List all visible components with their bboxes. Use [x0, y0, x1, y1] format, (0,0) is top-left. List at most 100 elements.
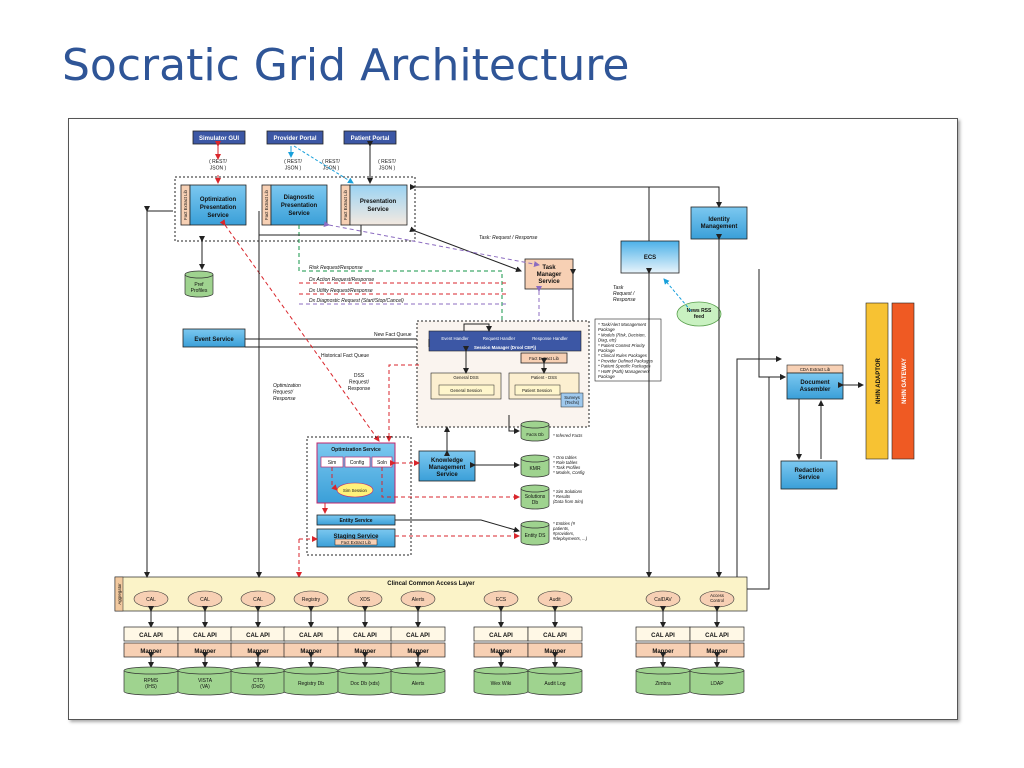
- task-request-label: Task: Request / Response: [479, 235, 538, 241]
- ccal-node-label-6: ECS: [496, 597, 507, 603]
- facts-db: [520, 420, 550, 442]
- kmr-note: * Models, Config: [553, 470, 585, 475]
- cal-api-label-7: CAL API: [543, 633, 567, 639]
- task-note-line-8: * Patient Specific Packages: [598, 364, 651, 369]
- dashed-request-label-1: Dx Action Request/Response: [309, 277, 374, 283]
- redaction-service-label: Service: [798, 475, 820, 481]
- data-source-label-3: Registry Db: [298, 681, 324, 687]
- kmr-note: * Ono tables: [553, 455, 577, 460]
- data-source-db-1: [177, 666, 233, 696]
- solutions-note: * Results: [553, 494, 571, 499]
- task-note-line-3: Diag, etc): [598, 338, 617, 343]
- surveys-box: [560, 392, 584, 408]
- redaction-service: [780, 460, 838, 490]
- cal-api-label-4: CAL API: [353, 633, 377, 639]
- ccal-node-label-1: CAL: [200, 597, 210, 603]
- entity-note: #providers,: [553, 531, 574, 536]
- patient-session-label: Patient Session: [522, 388, 552, 393]
- cal-api-label-5: CAL API: [406, 633, 430, 639]
- data-source-label-0: RPMS: [144, 678, 159, 684]
- entity-db-line: [395, 519, 520, 533]
- mapper-label-1: Mapper: [194, 649, 216, 655]
- cal-api-label-1: CAL API: [193, 633, 217, 639]
- rest-json-label-0: ( REST/: [209, 159, 227, 165]
- news-rss-label: feed: [694, 314, 704, 320]
- task-note-line-10: Package: [598, 374, 615, 379]
- data-source-label-7: Audit Log: [544, 681, 565, 687]
- dss-request-label: Response: [348, 386, 371, 392]
- mapper-label-5: Mapper: [407, 649, 429, 655]
- fact-extract-lib-staging: [334, 538, 378, 546]
- rest-json-label-2: ( REST/: [322, 159, 340, 165]
- data-source-db-3: [283, 666, 339, 696]
- aggregator-label: Aggregator: [117, 583, 122, 605]
- dashed-request-label-0: Risk Request/Response: [309, 265, 363, 271]
- ccal-node-label-8: CalDAV: [654, 597, 672, 603]
- nhin-adaptor-label: NHIN ADAPTOR: [876, 358, 882, 404]
- diagnostic-presentation-label: Presentation: [281, 203, 318, 209]
- data-source-label-9: LDAP: [710, 681, 724, 687]
- data-source-label-8: Zimbra: [655, 681, 671, 687]
- dss-request-label: Request/: [349, 380, 370, 386]
- rss-to-ecs: [663, 278, 692, 312]
- session-manager-label: Session Manager (Drool CEP)): [474, 345, 537, 350]
- presentation-service: [349, 184, 408, 226]
- ccal-node-label-0: CAL: [146, 597, 156, 603]
- staging-service-label: Staging Service: [333, 534, 379, 540]
- sim-session-label: Sim Session: [343, 488, 367, 493]
- general-dss-label: General DSS: [453, 375, 478, 380]
- entity-note: #deployments, ...): [553, 536, 588, 541]
- cda-extract-lib-label: CDA Extract Lib: [800, 367, 831, 372]
- solutions-db-label: Solutions: [525, 494, 546, 500]
- nhin-adaptor-bar: [865, 302, 889, 460]
- rest-json-label-0: JSON ): [210, 166, 227, 172]
- pref-profiles-db: [184, 270, 214, 298]
- portal-label-1: Provider Portal: [273, 136, 316, 142]
- portal-label-2: Patient Portal: [351, 136, 390, 142]
- facts-note: * Inferred Facts: [553, 433, 583, 438]
- optimization-request-line: [219, 219, 380, 442]
- new-fact-queue-label: New Fact Queue: [374, 332, 412, 338]
- data-source-db-4: [337, 666, 393, 696]
- data-source-db-7: [527, 666, 583, 696]
- mapper-label-8: Mapper: [652, 649, 674, 655]
- event-request-link: [463, 323, 492, 332]
- data-source-db-5: [390, 666, 446, 696]
- dashed-request-label-3: Dx Diagnostic Request (Start/Stop/Cancel…: [309, 298, 404, 304]
- rest-json-label-3: JSON ): [379, 166, 396, 172]
- task-request-side-label: Response: [613, 297, 636, 303]
- data-source-label-4: Doc Db (xds): [350, 681, 380, 687]
- task-manager-label: Service: [538, 279, 560, 285]
- data-source-db-6: [473, 666, 529, 696]
- mapper-label-2: Mapper: [247, 649, 269, 655]
- data-source-label-1: VISTA: [198, 678, 213, 684]
- surveys-label: (Techs): [565, 400, 580, 405]
- task-manager-label: Manager: [537, 272, 562, 278]
- kmr-note: * Task Profiles: [553, 465, 581, 470]
- portal-label-0: Simulator GUI: [199, 136, 239, 142]
- ccal-node-label-2: CAL: [253, 597, 263, 603]
- task-request-side-label: Task: [613, 285, 624, 291]
- task-note-line-4: * Patient Context Priority: [598, 343, 646, 348]
- surveys-label: Surveys: [564, 395, 580, 400]
- cal-api-label-3: CAL API: [299, 633, 323, 639]
- patient-session-box: [514, 384, 561, 396]
- data-source-label-5: Alerts: [412, 681, 425, 687]
- event-handler-label: Event Handler: [441, 336, 469, 341]
- fact-extract-lib-staging-label: Fact Extract Lib: [341, 540, 371, 545]
- identity-management-label: Identity: [708, 217, 730, 223]
- ccal-docassembler-line: [747, 374, 786, 590]
- cep-facts-line: [508, 415, 520, 434]
- config-box: [344, 456, 371, 468]
- historical-fact-queue-label: Historical Fact Queue: [321, 353, 369, 359]
- optimization-group: [306, 436, 412, 556]
- data-source-db-2: [230, 666, 286, 696]
- task-manager-label: Task: [542, 265, 556, 271]
- fact-extract-lib-label-1: Fact Extract Lib: [183, 189, 188, 219]
- kmr-note: * Role tables: [553, 460, 578, 465]
- optimization-service-title: Optimization Service: [331, 447, 381, 453]
- presentation-identity-line: [410, 184, 722, 208]
- rest-json-label-3: ( REST/: [378, 159, 396, 165]
- mapper-label-3: Mapper: [300, 649, 322, 655]
- data-source-db-0: [123, 666, 179, 696]
